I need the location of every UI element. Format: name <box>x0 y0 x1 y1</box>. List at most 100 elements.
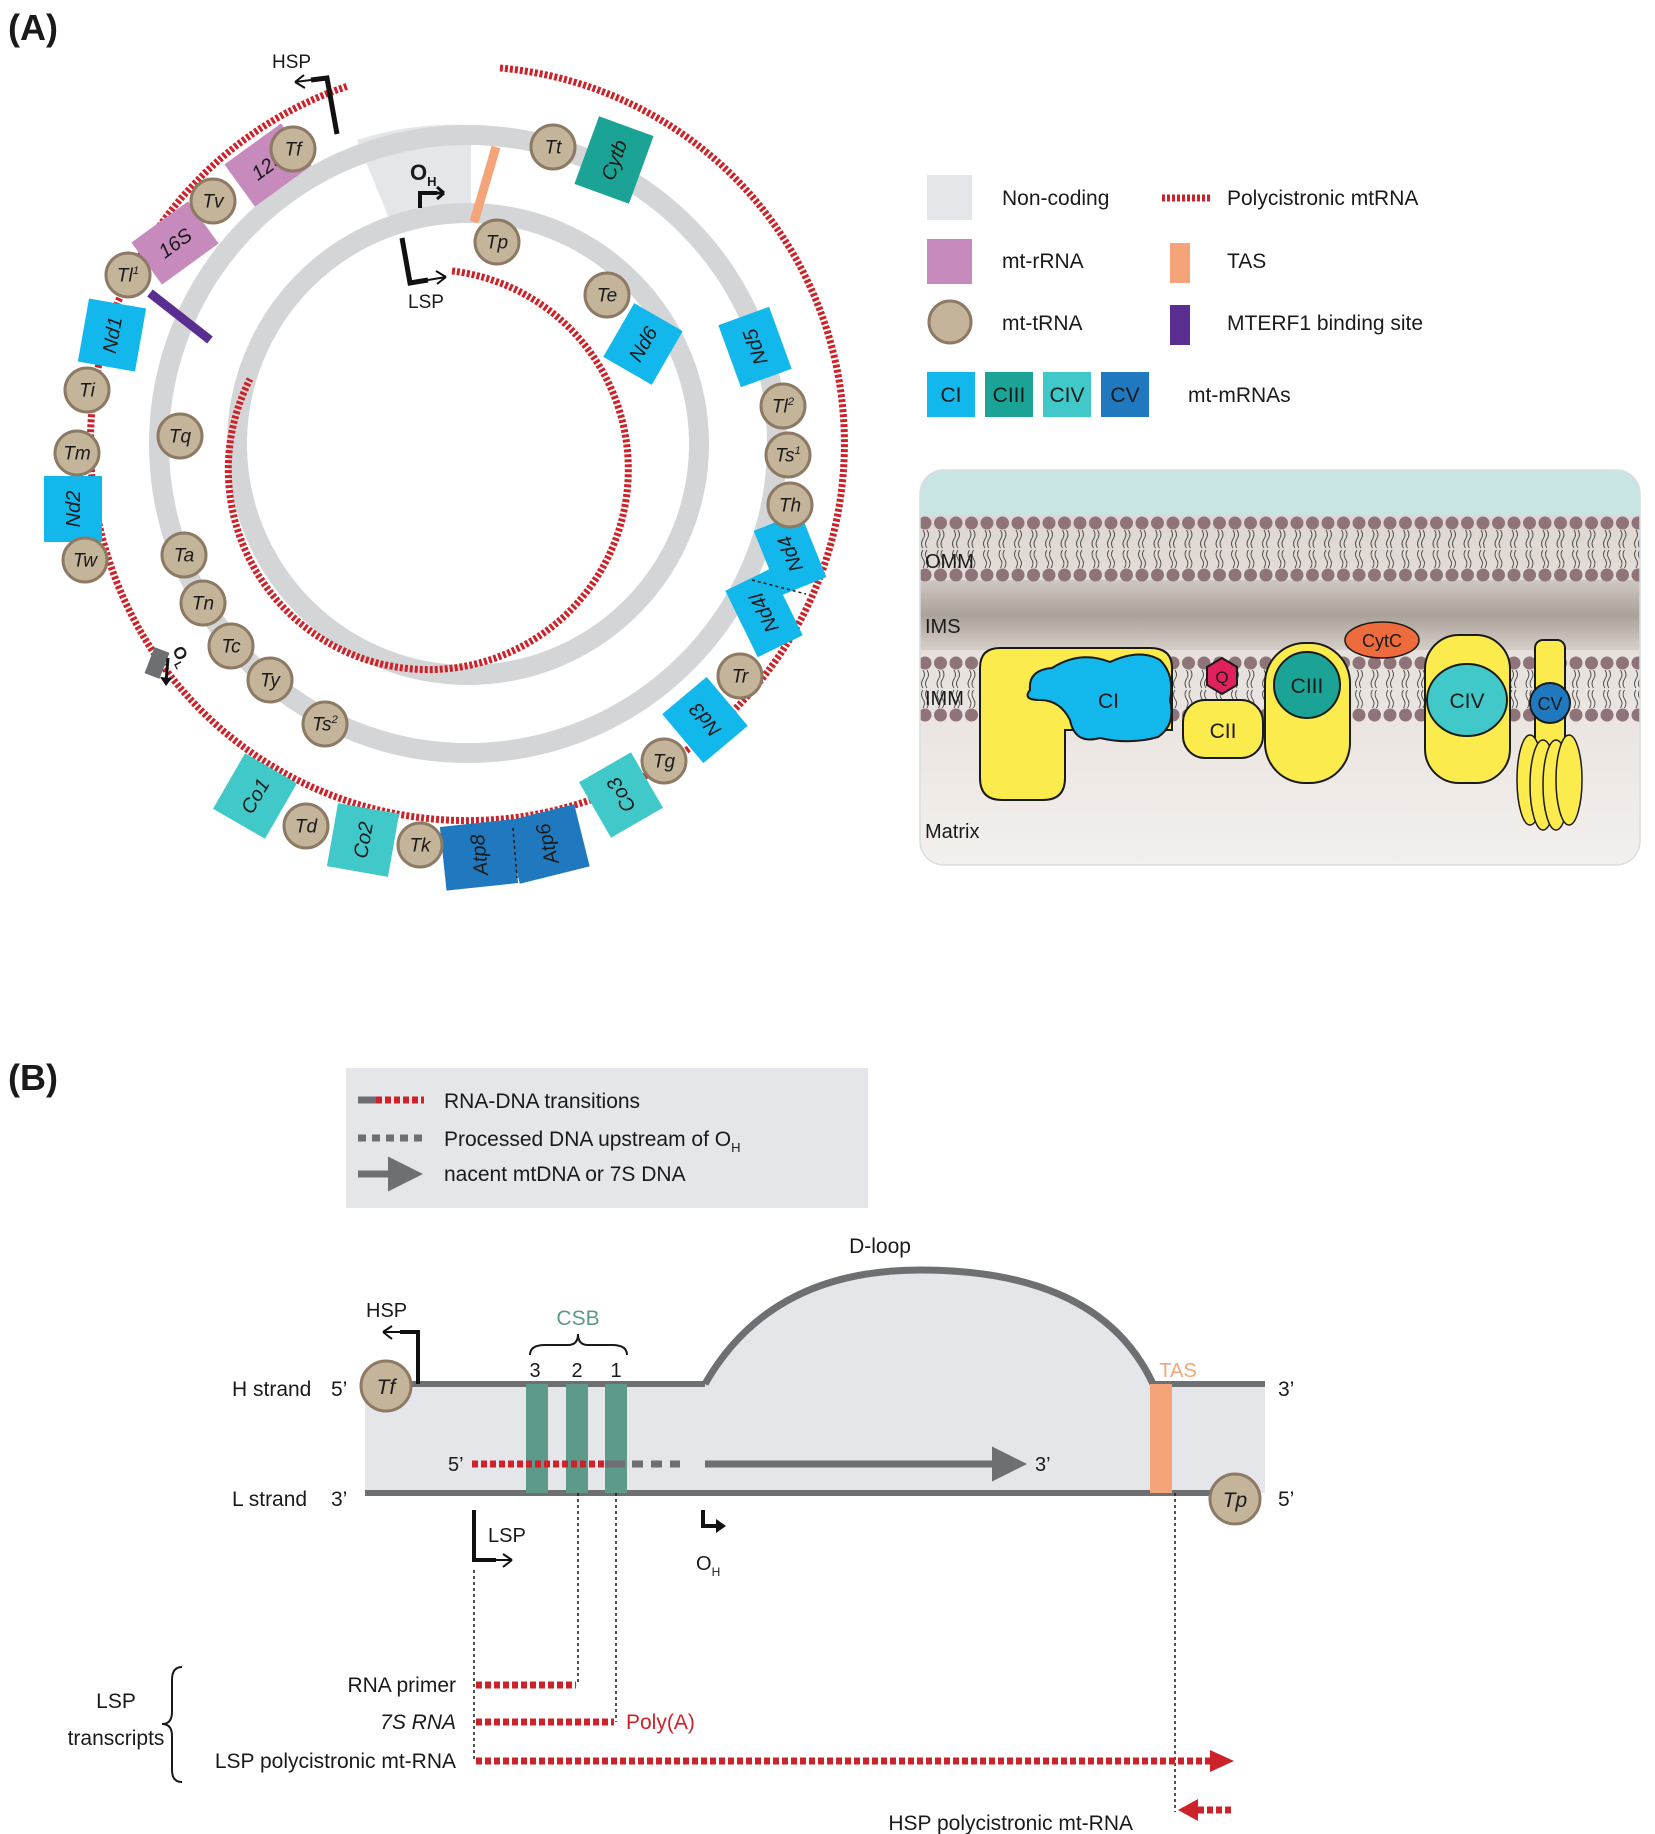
mrna-label-nd2: Nd2 <box>63 491 85 528</box>
lipid-head <box>1321 568 1335 582</box>
trna-label-ty: Ty <box>260 671 281 692</box>
lipid-tail <box>1479 529 1487 569</box>
lipid-tail <box>1417 529 1425 569</box>
lipid-head <box>1058 516 1071 530</box>
legend-cv-label: CV <box>1110 384 1139 407</box>
lipid-tail <box>1184 529 1193 569</box>
lipid-tail <box>1634 669 1640 709</box>
lipid-head <box>1569 568 1583 582</box>
mterf1-binding-site <box>147 289 213 344</box>
mrna-atp8 <box>439 819 519 891</box>
tp-trna <box>1208 1472 1262 1526</box>
ol-stem <box>144 647 170 679</box>
lipid-tail <box>1324 529 1332 569</box>
lipid-head <box>1011 516 1025 530</box>
lipid-tail <box>1603 529 1611 569</box>
lipid-head <box>1042 568 1056 582</box>
b-hsp-arrow <box>400 1330 420 1384</box>
lipid-head <box>965 708 978 722</box>
tas-site <box>469 145 501 224</box>
lipid-tail <box>1401 529 1410 569</box>
dloop-schematic: D-loop 3 2 1 CSB TAS H strand 5’ 3’ L st… <box>68 1235 1295 1834</box>
lipid-tail <box>1014 529 1022 569</box>
lipid-tail <box>1556 529 1565 569</box>
trna-label-tp: Tp <box>486 233 508 254</box>
complex-ii <box>1182 699 1264 759</box>
lipid-head <box>1585 568 1598 582</box>
lsp-polycistronic-rna-arc <box>224 267 632 674</box>
lipid-head <box>1600 656 1614 670</box>
csb-1-number: 1 <box>610 1360 621 1382</box>
trna-te <box>583 271 631 319</box>
lipid-head <box>949 516 963 530</box>
trna-tc <box>207 622 255 670</box>
lipid-head <box>1027 516 1040 530</box>
lipid-head <box>1399 516 1412 530</box>
l-strand-3prime: 3’ <box>331 1488 347 1511</box>
lipid-head <box>1631 568 1640 582</box>
trna-label-te: Te <box>597 286 617 307</box>
trna-td <box>282 802 330 850</box>
lipid-head <box>1228 516 1242 530</box>
lipid-head <box>949 708 963 722</box>
lipid-tail <box>1293 529 1301 569</box>
lipid-head <box>1445 516 1459 530</box>
lipid-head <box>1383 656 1397 670</box>
outer-membrane-bilayer <box>920 516 1640 582</box>
lipid-head <box>1445 568 1459 582</box>
ol-label: OL <box>165 643 195 672</box>
legend-noncoding-label: Non-coding <box>1002 187 1109 210</box>
lipid-head <box>1399 568 1412 582</box>
legend-ciii-swatch <box>985 372 1033 417</box>
complex-iii-core <box>1273 651 1341 719</box>
trna-label-ts1: Ts1 <box>775 445 801 467</box>
lipid-head <box>1151 568 1164 582</box>
trna-label-tn: Tn <box>192 594 214 615</box>
ol-arrowhead <box>160 677 172 686</box>
h-strand-5prime: 5’ <box>331 1378 347 1401</box>
cv-label: CV <box>1537 694 1562 714</box>
lipid-head <box>1290 516 1304 530</box>
hsp-poly-arrowhead <box>1178 1799 1198 1821</box>
hsp-poly-label: HSP polycistronic mt-RNA <box>888 1812 1133 1834</box>
complex-i-core <box>1026 653 1173 743</box>
trna-tp <box>473 218 521 266</box>
trna-tt <box>529 123 577 171</box>
mrna-label-atp8: Atp8 <box>467 833 493 877</box>
dloop-label: D-loop <box>849 1235 911 1258</box>
lipid-tail <box>1153 529 1162 569</box>
lipid-tail <box>1618 669 1627 709</box>
lipid-head <box>1631 708 1640 722</box>
complex-v-f1-head <box>1516 734 1583 831</box>
mrna-atp6 <box>504 804 590 884</box>
outer-heavy-strand-ring <box>149 125 787 763</box>
lipid-tail <box>1231 529 1239 569</box>
tf-trna <box>359 1359 413 1413</box>
ims-region <box>920 580 1640 650</box>
7s-rna-label: 7S RNA <box>380 1711 456 1734</box>
lipid-tail <box>1510 529 1518 569</box>
rna-primer-label: RNA primer <box>347 1674 456 1697</box>
lipid-head <box>1554 568 1567 582</box>
lipid-tail <box>1122 529 1131 569</box>
lipid-head <box>1352 656 1366 670</box>
lipid-head <box>1616 656 1629 670</box>
hsp-label: HSP <box>272 52 311 73</box>
panel-b-label: (B) <box>8 1057 58 1098</box>
lipid-head <box>1275 516 1288 530</box>
trna-label-tv: Tv <box>202 192 225 213</box>
lipid-head <box>1011 568 1025 582</box>
trna-label-td: Td <box>295 817 319 838</box>
lsp-label: LSP <box>408 292 444 313</box>
lipid-head <box>1213 516 1226 530</box>
h-strand-3prime: 3’ <box>1278 1378 1294 1401</box>
lipid-tail <box>1262 529 1270 569</box>
lipid-head <box>1368 568 1381 582</box>
mrna-nd5 <box>718 306 792 388</box>
legend-mterf1-swatch <box>1170 305 1190 345</box>
legend-trna-swatch <box>927 299 973 345</box>
oh-arrowhead <box>436 185 445 201</box>
lipid-head <box>1430 568 1443 582</box>
trna-label-tr: Tr <box>732 667 749 688</box>
legend-tas-label: TAS <box>1227 250 1266 273</box>
